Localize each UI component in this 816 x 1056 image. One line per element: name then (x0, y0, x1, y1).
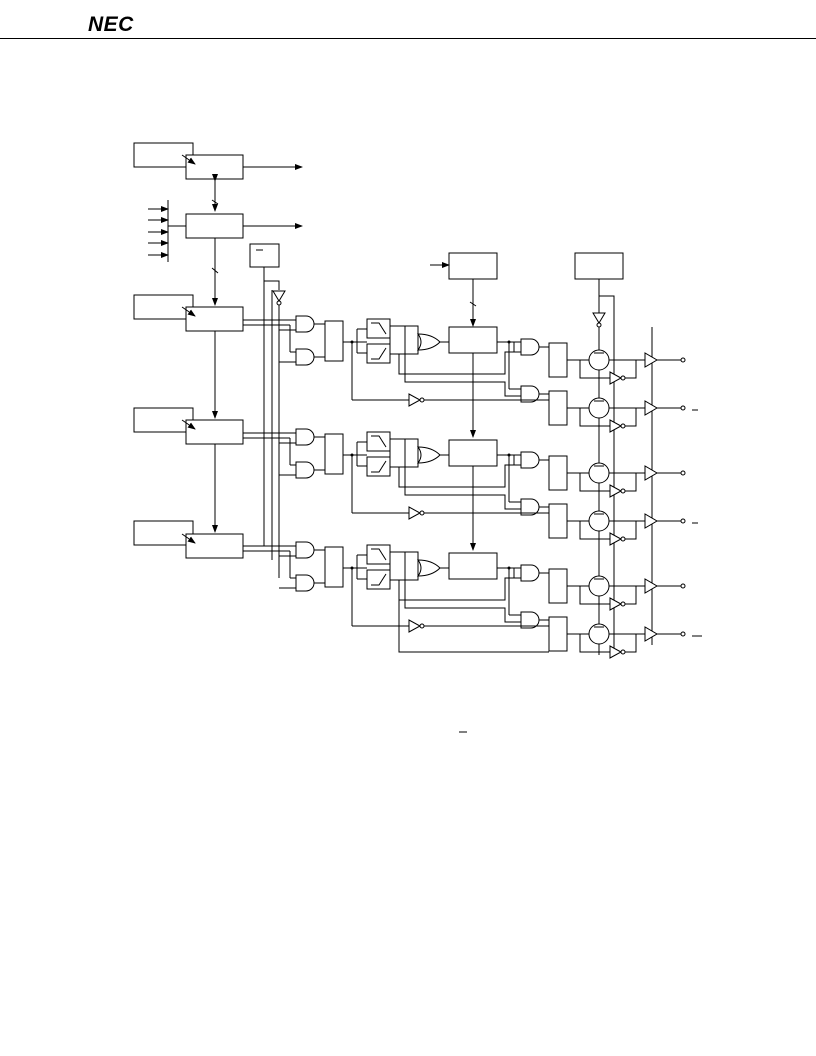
and-gate-b (295, 348, 315, 366)
control-column (133, 142, 303, 578)
driver-a (644, 352, 658, 368)
channel-block-3 (243, 541, 702, 659)
xor-circle-b (588, 397, 610, 419)
driver-b (644, 400, 658, 416)
right-input-box (574, 252, 624, 280)
page-header: NEC (0, 0, 816, 40)
or-gate (417, 333, 441, 351)
inverter-a (408, 393, 422, 407)
and-gate-a (295, 315, 315, 333)
latch-box-4 (185, 533, 244, 559)
right-buffer-triangle (592, 312, 606, 324)
top-blocks (430, 252, 653, 655)
latch-box-3 (185, 419, 244, 445)
buffer-b (609, 419, 623, 433)
latch-box-1 (185, 154, 244, 180)
and-gate-d (520, 385, 540, 403)
control-box (185, 213, 244, 239)
output-latch-a (548, 342, 568, 378)
buffer-a (609, 371, 623, 385)
nec-logo: NEC (88, 13, 134, 36)
register-box-3 (133, 407, 194, 433)
counter-box (448, 326, 498, 354)
register-box-1 (133, 142, 194, 168)
flipflop-box (389, 325, 419, 355)
register-box-2 (133, 294, 194, 320)
channel-block-1 (243, 315, 698, 438)
enable-box (249, 243, 280, 268)
edge-detector-fall (366, 318, 391, 339)
channel-block-2 (243, 428, 698, 551)
header-rule (0, 38, 816, 39)
xor-circle-a (588, 349, 610, 371)
and-gate-c (520, 338, 540, 356)
output-latch-b (548, 390, 568, 426)
mid-input-box (448, 252, 498, 280)
mux-box (324, 320, 344, 362)
latch-box-2 (185, 306, 244, 332)
register-box-4 (133, 520, 194, 546)
buffer-triangle (272, 290, 286, 302)
edge-detector-rise (366, 343, 391, 364)
